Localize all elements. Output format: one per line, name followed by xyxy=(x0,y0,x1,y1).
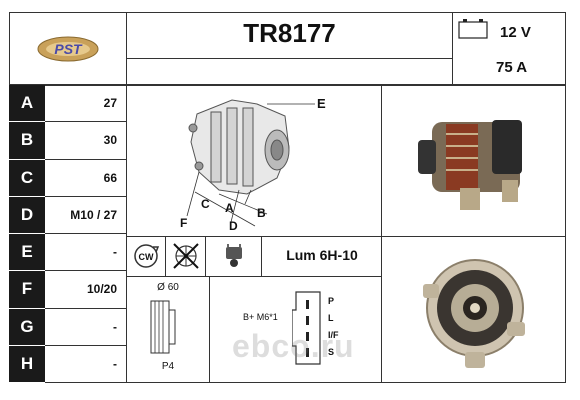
amperage-value: 75 A xyxy=(496,59,528,76)
spec-value-h: - xyxy=(45,345,127,383)
diagram-label-c: C xyxy=(201,197,210,211)
diagram-label-f: F xyxy=(180,216,188,230)
connector-pin-s: S xyxy=(328,347,335,357)
pst-logo: PST xyxy=(37,36,99,62)
rotation-label: CW xyxy=(138,252,153,262)
fan-crossed-icon xyxy=(172,243,199,269)
spec-value-f: 10/20 xyxy=(45,271,127,309)
spec-letter-h: H xyxy=(9,345,45,383)
pulley-icon xyxy=(150,300,176,354)
rotation-cell: CW xyxy=(126,236,166,276)
logo-cell: PST xyxy=(9,12,127,85)
spec-value-g: - xyxy=(45,308,127,346)
part-number-subcell xyxy=(126,58,453,85)
alternator-lineart xyxy=(188,99,290,195)
alternator-photo-front xyxy=(423,259,525,368)
spec-letter-d: D xyxy=(9,196,45,234)
pulley-diameter: Ø 60 xyxy=(157,282,179,293)
voltage-value: 12 V xyxy=(500,24,531,41)
watermark: ebco.ru xyxy=(232,328,355,364)
diagram-label-d: D xyxy=(229,219,238,233)
spec-letter-f: F xyxy=(9,271,45,309)
spec-letter-c: C xyxy=(9,159,45,197)
spec-value-b: 30 xyxy=(45,122,127,160)
connector-icon xyxy=(292,291,321,365)
connector-pin-p: P xyxy=(328,296,335,306)
part-number: TR8177 xyxy=(243,18,336,48)
spec-letter-e: E xyxy=(9,234,45,272)
connector-pin-l: L xyxy=(328,313,334,323)
alternator-photo-side xyxy=(418,120,522,210)
connector-label: B+ M6*1 xyxy=(243,312,278,322)
regulator-icon xyxy=(225,244,242,267)
spec-letter-a: A xyxy=(9,85,45,123)
connector-pin-if: I/F xyxy=(328,330,339,340)
spec-letter-b: B xyxy=(9,122,45,160)
dimension-diagram xyxy=(186,99,315,227)
spec-value-e: - xyxy=(45,234,127,272)
spec-value-d: M10 / 27 xyxy=(45,196,127,234)
spec-letter-g: G xyxy=(9,308,45,346)
regulator-label: Lum 6H-10 xyxy=(286,247,358,263)
regulator-icon-cell xyxy=(206,236,262,276)
battery-icon xyxy=(458,19,488,39)
diagram-label-e: E xyxy=(317,96,326,111)
diagram-label-a: A xyxy=(225,201,234,215)
spec-value-a: 27 xyxy=(45,85,127,123)
fan-cell xyxy=(166,236,206,276)
logo-text: PST xyxy=(54,41,83,57)
spec-value-c: 66 xyxy=(45,159,127,197)
pulley-type: P4 xyxy=(161,361,175,372)
diagram-label-b: B xyxy=(257,206,266,220)
rotation-cw-icon: CW xyxy=(133,244,159,268)
